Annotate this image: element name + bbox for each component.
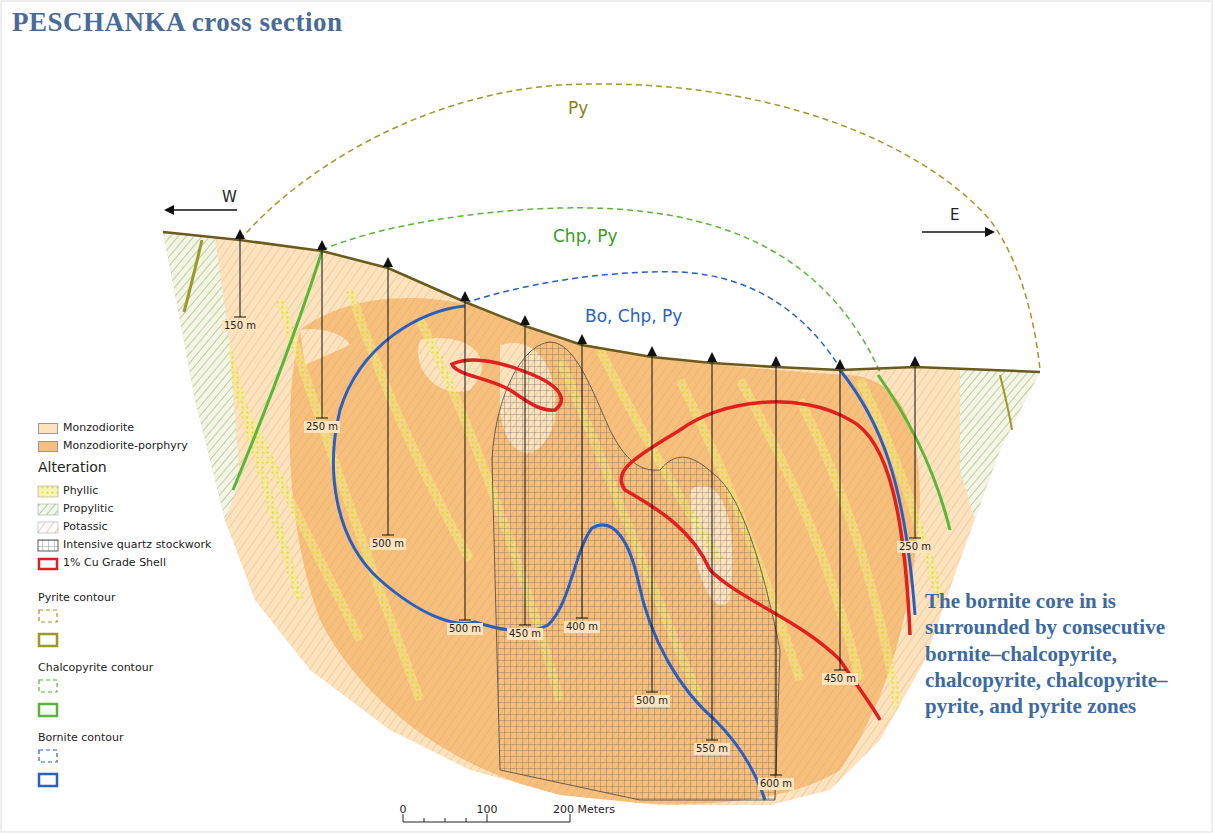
monzodiorite-fill — [150, 200, 1070, 820]
caption-note: The bornite core in is surrounded by con… — [925, 588, 1205, 719]
scale-number: 0 — [400, 803, 407, 816]
phyllic-sample — [38, 486, 58, 497]
chalcopyrite-solid-sample — [39, 704, 57, 716]
drill-hole — [234, 239, 921, 775]
legend-text: Phyllic — [63, 484, 98, 497]
depth-label: 400 m — [564, 621, 600, 633]
direction-label: W — [222, 188, 237, 206]
depth-label: 550 m — [694, 743, 730, 755]
collar-arrow — [235, 229, 920, 369]
propylitic-zone — [960, 368, 1040, 520]
pyrite-contour — [1000, 375, 1012, 430]
potassic-sample — [38, 522, 58, 533]
bornite-solid-sample — [39, 774, 57, 786]
legend-swatch — [38, 423, 58, 434]
depth-label: 250 m — [304, 421, 340, 433]
arrowhead — [985, 227, 995, 237]
ground-surface — [163, 232, 1040, 372]
chalcopyrite-dashed-sample — [39, 680, 57, 692]
pyrite-contour — [184, 240, 202, 312]
depth-label: 450 m — [507, 628, 543, 640]
arrowhead — [164, 205, 174, 215]
legend-text: 1% Cu Grade Shell — [63, 556, 166, 569]
legend-text: Propylitic — [63, 502, 113, 515]
propylitic-zone — [163, 232, 240, 520]
legend-text: Chalcopyrite contour — [38, 661, 153, 674]
depth-label: 500 m — [634, 695, 670, 707]
pyrite-solid-sample — [39, 634, 57, 646]
direction-arrow — [922, 231, 987, 233]
contours — [184, 84, 1040, 800]
legend-text: Bornite contour — [38, 731, 124, 744]
depth-label: 600 m — [758, 778, 794, 790]
depth-label: 150 m — [222, 320, 258, 332]
legend-heading: Alteration — [38, 459, 107, 476]
direction-label: E — [950, 206, 959, 224]
cu-grade-shell — [621, 402, 910, 720]
stockwork-sample — [38, 540, 58, 551]
zone-label: Bo, Chp, Py — [585, 306, 682, 326]
chalcopyrite-contour — [878, 375, 950, 530]
legend-text: Monzodiorite-porphyry — [63, 439, 188, 452]
legend-swatch — [38, 441, 58, 452]
pyrite-contour-projected — [240, 84, 1040, 370]
chalcopyrite-contour — [233, 251, 322, 490]
bornite-contour — [840, 370, 915, 615]
legend-text: Intensive quartz stockwork — [63, 538, 211, 551]
cu-grade-shell — [452, 360, 561, 410]
propylitic-sample — [38, 504, 58, 515]
depth-label: 250 m — [897, 541, 933, 553]
scale-number: 100 — [477, 803, 498, 816]
depth-label: 500 m — [370, 538, 406, 550]
potassic-hatch — [150, 200, 1070, 820]
legend-text: Pyrite contour — [38, 591, 116, 604]
bornite-dashed-sample — [39, 750, 57, 762]
depth-label: 500 m — [447, 623, 483, 635]
zone-label: Py — [568, 98, 588, 118]
legend-text: Monzodiorite — [63, 421, 134, 434]
zone-label: Chp, Py — [553, 226, 618, 246]
grade-shell-sample — [39, 559, 57, 569]
direction-arrow — [172, 209, 237, 211]
scale-number: 200 Meters — [553, 803, 615, 816]
depth-label: 450 m — [822, 673, 858, 685]
legend-text: Potassic — [63, 520, 108, 533]
section-body — [150, 200, 1070, 820]
pyrite-dashed-sample — [39, 610, 57, 622]
title: PESCHANKA cross section — [12, 6, 343, 38]
